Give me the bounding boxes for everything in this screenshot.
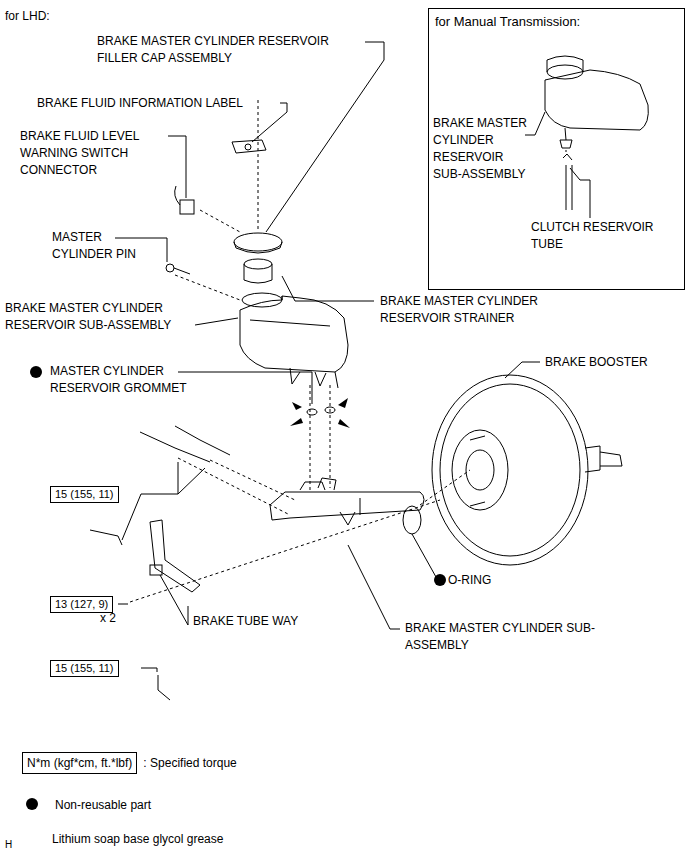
part-label: BRAKE MASTER CYLINDER RESERVOIR STRAINER (380, 293, 590, 327)
part-label: MASTER CYLINDER RESERVOIR GROMMET (50, 363, 210, 397)
torque-box: 15 (155, 11) (50, 486, 119, 503)
part-label: BRAKE TUBE WAY (193, 613, 333, 630)
part-label: BRAKE FLUID INFORMATION LABEL (37, 95, 297, 112)
part-label: BRAKE MASTER CYLINDER RESERVOIR FILLER C… (97, 33, 367, 67)
part-label: BRAKE BOOSTER (545, 354, 665, 371)
legend-torque-box: N*m (kgf*cm, ft.*lbf) (22, 752, 137, 774)
part-label: CLUTCH RESERVOIR TUBE (531, 219, 671, 253)
inset-heading: for Manual Transmission: (435, 13, 675, 30)
torque-value: 13 (127, 9) (55, 598, 108, 611)
part-label: MASTER CYLINDER PIN (52, 229, 162, 263)
legend-text: : Specified torque (143, 755, 236, 771)
torque-value: 15 (155, 11) (55, 662, 114, 675)
view-caption: for LHD: (5, 8, 105, 25)
torque-box: 15 (155, 11) (50, 660, 119, 677)
part-label: BRAKE MASTER CYLINDER SUB-ASSEMBLY (405, 620, 625, 654)
torque-value: 15 (155, 11) (55, 488, 114, 501)
torque-value: N*m (kgf*cm, ft.*lbf) (27, 754, 132, 772)
part-label: O-RING (448, 572, 528, 589)
inset-panel: for Manual Transmission: BRAKE MASTER CYL… (428, 8, 685, 290)
legend-text: Lithium soap base glycol grease (52, 831, 223, 847)
part-label: BRAKE FLUID LEVEL WARNING SWITCH CONNECT… (20, 128, 170, 179)
legend-text: Non-reusable part (55, 797, 151, 813)
part-label: BRAKE MASTER CYLINDER RESERVOIR SUB-ASSE… (433, 115, 533, 183)
figure-code: H (5, 836, 25, 853)
torque-box: 13 (127, 9) (50, 596, 113, 613)
part-label: BRAKE MASTER CYLINDER RESERVOIR SUB-ASSE… (5, 300, 205, 334)
